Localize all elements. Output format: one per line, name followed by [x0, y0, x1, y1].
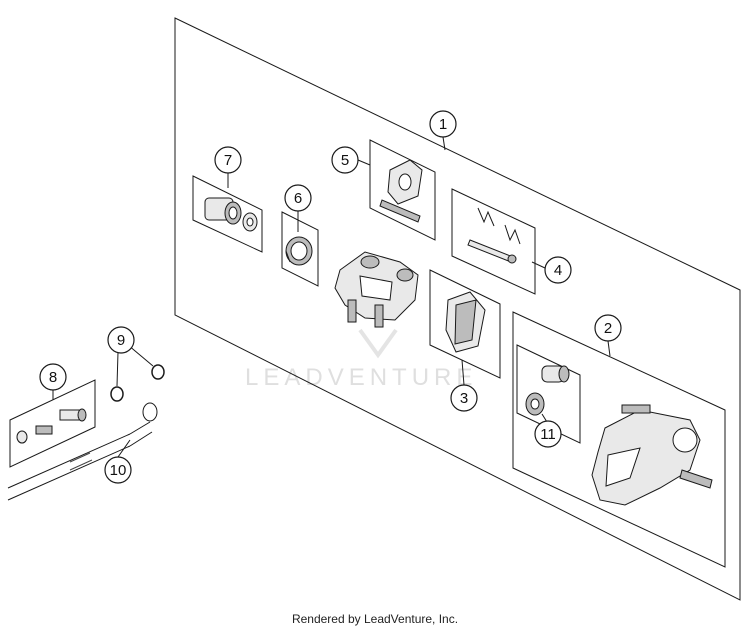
callout-11 [534, 420, 562, 448]
callout-label-7: 7 [224, 152, 232, 169]
callout-9 [107, 326, 135, 354]
callout-label-9: 9 [117, 332, 125, 349]
part-4-pin-set [467, 207, 521, 264]
part-5-pad-spring [379, 159, 423, 223]
footer-credit: Rendered by LeadVenture, Inc. [291, 612, 459, 626]
subpanel-8 [9, 379, 96, 468]
callout-labels: 1 2 3 4 5 6 7 8 9 10 11 [49, 116, 612, 479]
subpanel-2 [512, 311, 726, 568]
watermark-logo: LEADVENTURE [245, 328, 477, 391]
callout-label-8: 8 [49, 369, 57, 386]
callouts [39, 110, 622, 484]
assembly-panel-main [174, 17, 741, 601]
callout-1 [429, 110, 457, 138]
part-3-brake-pads [445, 291, 486, 353]
watermark-text: LEADVENTURE [245, 364, 477, 391]
subpanel-7 [192, 175, 263, 253]
part-10-brake-line [7, 402, 158, 501]
part-6-seal-ring [285, 236, 313, 266]
callout-label-10: 10 [110, 462, 127, 479]
callout-2 [594, 314, 622, 342]
part-9-o-rings [110, 364, 165, 402]
callout-label-1: 1 [439, 116, 447, 133]
callout-6 [284, 184, 312, 212]
part-11-bolts [525, 365, 570, 416]
caliper-body [334, 251, 419, 328]
callout-8 [39, 363, 67, 391]
callout-10 [104, 456, 132, 484]
callout-7 [214, 146, 242, 174]
callout-4 [544, 256, 572, 284]
subpanel-11 [516, 344, 581, 444]
subpanel-4 [451, 188, 536, 295]
callout-label-2: 2 [604, 320, 612, 337]
callout-5 [331, 146, 359, 174]
callout-label-11: 11 [540, 426, 556, 443]
subpanel-5 [369, 139, 436, 241]
callout-label-4: 4 [554, 262, 562, 279]
subpanel-3 [429, 269, 501, 379]
part-2-caliper-support [591, 404, 713, 506]
subpanel-6 [281, 211, 319, 287]
part-8-banjo-fittings [16, 408, 87, 444]
leader-lines [52, 136, 611, 458]
callout-3 [450, 384, 478, 412]
part-7-piston-set [204, 197, 258, 232]
callout-label-5: 5 [341, 152, 349, 169]
callout-label-6: 6 [294, 190, 302, 207]
callout-label-3: 3 [460, 390, 468, 407]
